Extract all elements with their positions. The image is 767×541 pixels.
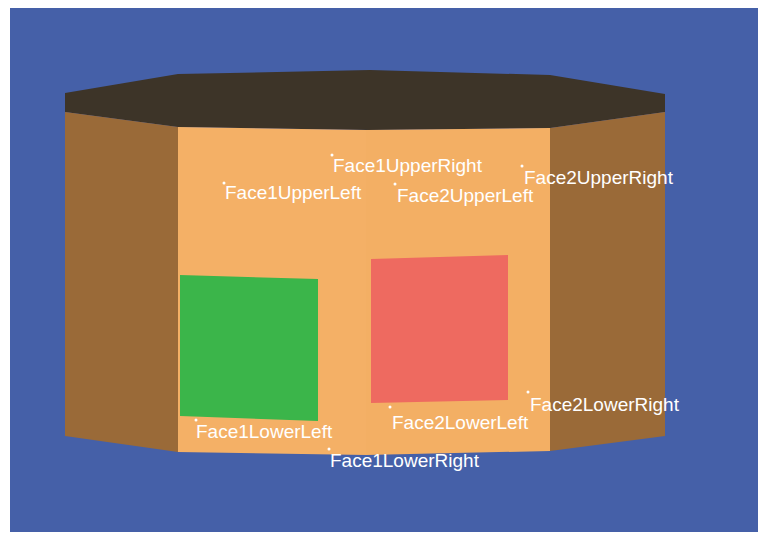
corner-label: Face2UpperRight	[524, 168, 673, 188]
corner-label: Face1LowerRight	[330, 451, 479, 471]
green-square	[180, 275, 318, 421]
corner-label: Face1LowerLeft	[196, 422, 332, 442]
background	[10, 8, 758, 532]
corner-label: Face1UpperLeft	[225, 183, 361, 203]
left-face	[65, 112, 178, 452]
face-1	[178, 127, 366, 455]
top-face	[65, 70, 665, 130]
corner-label: Face1UpperRight	[333, 156, 482, 176]
corner-label: Face2LowerLeft	[392, 413, 528, 433]
face-2	[366, 128, 550, 455]
red-square	[371, 255, 508, 403]
corner-label: Face2LowerRight	[530, 395, 679, 415]
corner-label: Face2UpperLeft	[397, 186, 533, 206]
